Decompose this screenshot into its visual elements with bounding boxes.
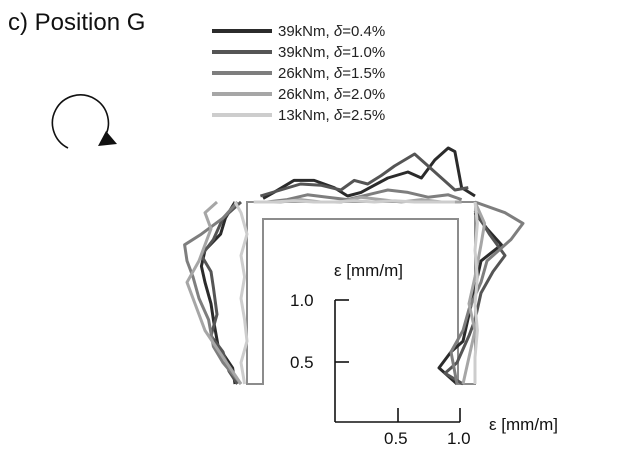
legend-item: 39kNm, δ=0.4% — [212, 23, 385, 40]
legend-label: 26kNm, δ=1.5% — [278, 65, 385, 82]
legend-item: 26kNm, δ=1.5% — [212, 65, 385, 82]
legend-item: 13kNm, δ=2.5% — [212, 107, 385, 124]
strain-line-series-1-side-1 — [259, 152, 469, 198]
section-profile — [246, 201, 476, 385]
chart-title: c) Position G — [8, 9, 145, 36]
strain-line-series-0-side-1 — [262, 146, 476, 200]
strain-line-series-2-side-0 — [183, 201, 243, 385]
legend-label: 26kNm, δ=2.0% — [278, 86, 385, 103]
scale-y-tick-label: 1.0 — [290, 291, 314, 310]
scale-bar: ε [mm/m] ε [mm/m] 1.0 0.5 0.5 1.0 — [290, 261, 558, 448]
strain-line-series-4-side-1 — [253, 199, 455, 204]
strain-line-series-2-side-1 — [266, 188, 463, 204]
scale-x-tick-label: 0.5 — [384, 429, 408, 448]
legend-label: 39kNm, δ=1.0% — [278, 44, 385, 61]
scale-y-label: ε [mm/m] — [334, 261, 403, 280]
strain-line-series-3-side-0 — [185, 200, 243, 385]
legend-item: 26kNm, δ=2.0% — [212, 86, 385, 103]
strain-line-series-1-side-2 — [443, 209, 507, 386]
scale-y-tick-label: 0.5 — [290, 353, 314, 372]
strain-series — [183, 146, 525, 386]
strain-line-series-3-side-2 — [461, 201, 487, 385]
scale-x-label: ε [mm/m] — [489, 415, 558, 434]
strain-line-series-4-side-2 — [473, 201, 479, 384]
scale-x-tick-label: 1.0 — [447, 429, 471, 448]
legend-label: 13kNm, δ=2.5% — [278, 107, 385, 124]
strain-line-series-2-side-2 — [449, 200, 525, 385]
strain-line-series-4-side-0 — [233, 201, 249, 385]
legend: 39kNm, δ=0.4% 39kNm, δ=1.0% 26kNm, δ=1.5… — [212, 23, 385, 124]
cross-section-outline — [246, 201, 476, 385]
rotation-arrow-icon — [51, 94, 117, 149]
legend-label: 39kNm, δ=0.4% — [278, 23, 385, 40]
legend-item: 39kNm, δ=1.0% — [212, 44, 385, 61]
